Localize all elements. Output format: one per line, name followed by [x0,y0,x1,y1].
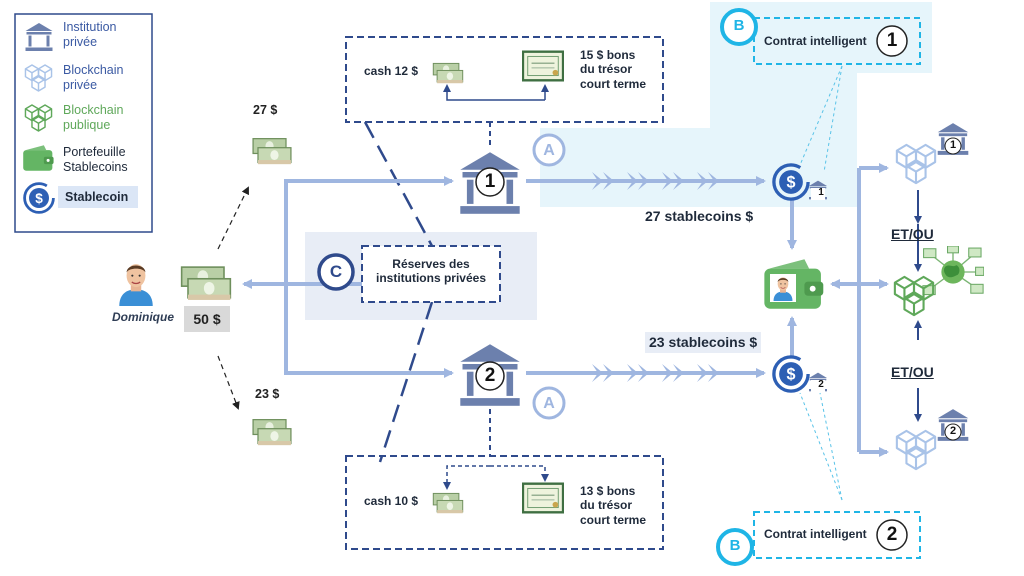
flow-chevron [627,364,638,382]
marker-b-top [720,8,758,46]
chevrons-bottom [592,364,719,382]
bonds-top-label: 15 $ bons du trésor court terme [580,48,647,91]
flow-bottom-label: 23 stablecoins $ [645,332,762,353]
reserves-center-label: Réserves des institutions privées [375,257,487,286]
flow-chevron [708,172,719,190]
flow-chevron [603,172,614,190]
reserve-box-center [361,245,501,303]
private-chain-two-number: 2 [949,425,957,437]
flow-chevron [638,364,649,382]
marker-b-top-letter: B [733,17,745,34]
legend-stablecoin-highlight [58,186,138,208]
dominique-avatar [114,260,158,306]
operator-top: ET/OU [891,226,934,242]
bank-two-badge [475,361,505,391]
smart-contract-one-zone [540,2,932,207]
contract-one-number-badge [876,25,908,57]
marker-a-top [532,133,566,167]
flow-chevron [662,172,673,190]
bank-two-number: 2 [484,365,496,386]
private-chain-one-badge [944,137,962,155]
flow-chevron [592,172,603,190]
flow-to-bank-one [284,176,454,280]
person-amount: 50 $ [193,311,221,327]
public-chain-icon [893,275,935,317]
reserve-bottom-arrows [443,465,549,490]
legend-public-chain-label: Blockchain publique [63,103,124,132]
split-top-amount: 27 $ [253,103,278,117]
bank-one-badge [475,167,505,197]
split-bottom-amount: 23 $ [255,387,280,401]
private-chain-two-icon [895,429,937,471]
private-chain-two-badge [944,423,962,441]
flow-chevron [697,364,708,382]
legend-institution-label: Institution privée [63,20,117,49]
bonds-bottom-label: 13 $ bons du trésor court terme [580,484,647,527]
marker-b-bottom [716,528,754,566]
person-name: Dominique [112,310,174,324]
reserve-top-arrows [443,84,549,101]
legend-wallet-label: Portefeuille Stablecoins [63,145,128,174]
stablecoin-one-number: 1 [818,187,824,198]
marker-c-letter: C [329,262,343,281]
flow-chevron [673,364,684,382]
smart-contract-two-label: Contrat intelligent [764,527,867,541]
split-arrow-top [217,186,249,250]
smart-contract-two-number: 2 [886,524,898,545]
reserve-link-top [363,121,434,247]
flow-to-bank-two [284,280,454,378]
flow-chevron [592,364,603,382]
smart-contract-two-box [753,511,921,559]
bank-one-number: 1 [484,171,496,192]
stablecoin-one-bank-plate [811,188,825,200]
marker-b-bottom-letter: B [729,537,741,554]
flow-chevron [673,172,684,190]
legend-private-chain-label: Blockchain privée [63,63,124,92]
treasury-bill-icon-bottom [522,482,564,514]
flow-chevron [603,364,614,382]
stablecoin-two-number: 2 [818,379,824,390]
cash-icon-bottom [432,492,464,514]
contract-two-number-badge [876,519,908,551]
stablecoin-two-bank-plate [811,380,825,392]
private-chain-one-number: 1 [949,139,957,151]
marker-c [317,253,355,291]
operator-bottom: ET/OU [891,364,934,380]
smart-contract-one-number: 1 [886,30,898,51]
network-globe-icon [922,246,984,296]
dominique-cash-icon [180,266,232,301]
smart-contract-one-box [753,17,921,65]
flow-top-label: 27 stablecoins $ [645,208,754,224]
contract-two-link-b [819,392,843,501]
marker-a-bottom [532,386,566,420]
stablecoin-two-icon [772,355,810,393]
marker-a-top-letter: A [543,142,555,159]
legend-stablecoin-label: Stablecoin [65,190,129,204]
cash-bottom-label: cash 10 $ [364,494,419,508]
wallet-owner-avatar [771,275,795,301]
cash-icon-23 [252,418,292,446]
reserve-box-bottom [345,455,664,550]
marker-a-bottom-letter: A [543,395,555,412]
flow-chevron [638,172,649,190]
treasury-bill-icon-top [522,50,564,82]
cash-icon-top [432,62,464,84]
cash-top-label: cash 12 $ [364,64,419,78]
chevrons-top [592,172,719,190]
reserve-box-top [345,36,664,123]
smart-contract-one-label: Contrat intelligent [764,34,867,48]
flow-chevron [627,172,638,190]
cash-icon-27 [252,137,292,165]
flow-chevron [662,364,673,382]
split-arrow-bottom [217,355,240,410]
reserve-link-bottom [378,301,434,463]
private-chain-one-icon [895,143,937,185]
flow-chevron [708,364,719,382]
dominique-amount-bg [184,306,230,332]
contract-two-link-a [799,392,843,501]
flow-chevron [697,172,708,190]
